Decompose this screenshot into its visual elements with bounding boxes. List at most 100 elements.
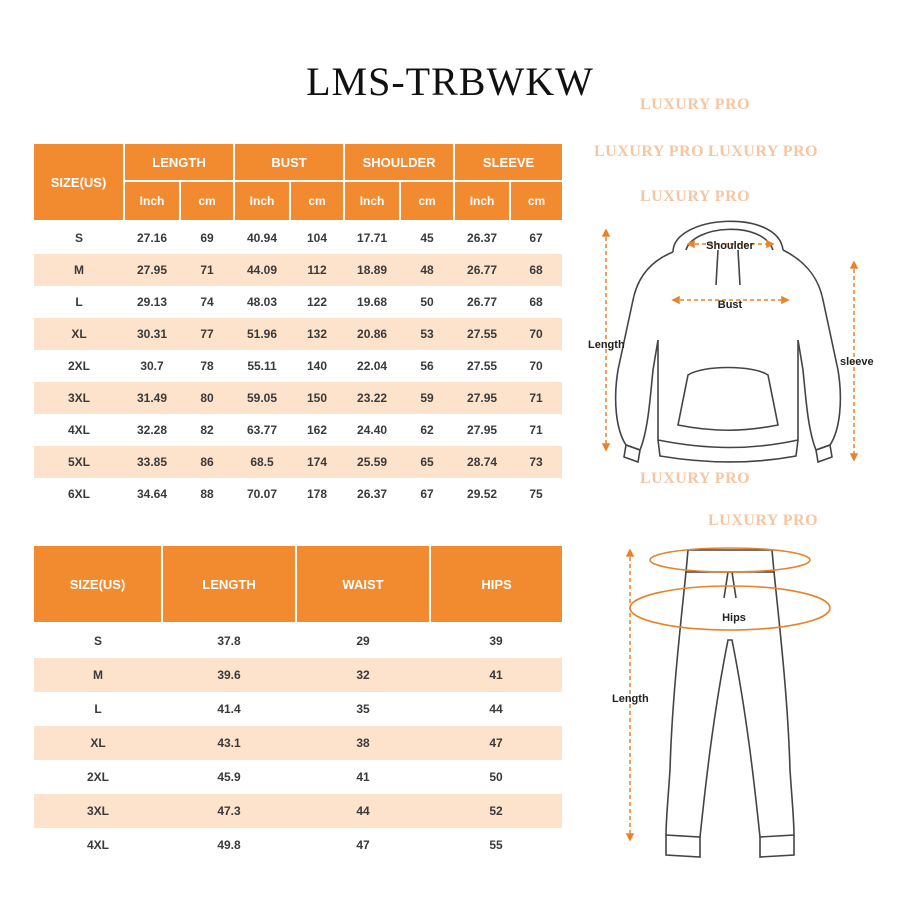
value-cell: 48.03	[234, 286, 291, 318]
value-cell: 47	[430, 726, 562, 760]
watermark: LUXURY PRO	[594, 143, 705, 160]
value-cell: 55.11	[234, 350, 291, 382]
value-cell: 71	[510, 414, 563, 446]
value-cell: 26.77	[454, 286, 511, 318]
value-cell: 44	[430, 692, 562, 726]
value-cell: 52	[430, 794, 562, 828]
value-cell: 49.8	[162, 828, 296, 862]
value-cell: 19.68	[344, 286, 401, 318]
value-cell: 26.37	[454, 221, 511, 254]
value-cell: 56	[400, 350, 455, 382]
size-header: SIZE(US)	[34, 546, 163, 624]
value-cell: 70	[510, 350, 563, 382]
value-cell: 37.8	[162, 623, 296, 658]
value-cell: 44.09	[234, 254, 291, 286]
unit-header: Inch	[124, 181, 181, 222]
value-cell: 178	[290, 478, 345, 510]
size-cell: M	[34, 658, 162, 692]
value-cell: 41	[296, 760, 430, 794]
hoodie-diagram: Shoulder Bust Length sleeve	[588, 220, 874, 464]
unit-header: cm	[290, 181, 346, 222]
watermark: LUXURY PRO	[640, 96, 751, 113]
size-cell: 4XL	[34, 828, 162, 862]
value-cell: 34.64	[124, 478, 180, 510]
size-cell: L	[34, 692, 162, 726]
bust-label: Bust	[718, 299, 743, 311]
value-cell: 25.59	[344, 446, 401, 478]
value-cell: 22.04	[344, 350, 401, 382]
value-cell: 27.16	[124, 221, 180, 254]
size-cell: XL	[34, 318, 124, 350]
value-cell: 33.85	[124, 446, 180, 478]
size-header: SIZE(US)	[34, 144, 125, 222]
unit-header: cm	[510, 181, 563, 222]
watermark: LUXURY PRO	[640, 470, 751, 487]
value-cell: 77	[180, 318, 235, 350]
unit-header: Inch	[344, 181, 402, 222]
sleeve-header: SLEEVE	[454, 144, 563, 182]
unit-header: cm	[180, 181, 236, 222]
value-cell: 39	[430, 623, 562, 658]
value-cell: 67	[510, 221, 563, 254]
size-cell: 2XL	[34, 350, 124, 382]
shoulder-label: Shoulder	[706, 240, 754, 252]
value-cell: 29.13	[124, 286, 180, 318]
value-cell: 62	[400, 414, 455, 446]
unit-header: Inch	[234, 181, 292, 222]
value-cell: 68	[510, 254, 563, 286]
value-cell: 150	[290, 382, 345, 414]
value-cell: 41	[430, 658, 562, 692]
length-header: LENGTH	[124, 144, 236, 182]
value-cell: 44	[296, 794, 430, 828]
unit-header: cm	[400, 181, 456, 222]
value-cell: 78	[180, 350, 235, 382]
value-cell: 82	[180, 414, 235, 446]
value-cell: 50	[430, 760, 562, 794]
value-cell: 38	[296, 726, 430, 760]
value-cell: 39.6	[162, 658, 296, 692]
value-cell: 70.07	[234, 478, 291, 510]
value-cell: 32.28	[124, 414, 180, 446]
value-cell: 32	[296, 658, 430, 692]
watermark: LUXURY PRO	[708, 512, 819, 529]
size-cell: L	[34, 286, 124, 318]
unit-header: Inch	[454, 181, 512, 222]
watermark: LUXURY PRO	[640, 188, 751, 205]
value-cell: 40.94	[234, 221, 291, 254]
hips-header: HIPS	[430, 546, 562, 624]
value-cell: 74	[180, 286, 235, 318]
value-cell: 80	[180, 382, 235, 414]
value-cell: 27.95	[454, 414, 511, 446]
value-cell: 174	[290, 446, 345, 478]
sleeve-label: sleeve	[840, 356, 874, 368]
value-cell: 47.3	[162, 794, 296, 828]
waist-header: WAIST	[296, 546, 431, 624]
value-cell: 65	[400, 446, 455, 478]
value-cell: 86	[180, 446, 235, 478]
size-cell: M	[34, 254, 124, 286]
value-cell: 71	[180, 254, 235, 286]
value-cell: 23.22	[344, 382, 401, 414]
value-cell: 63.77	[234, 414, 291, 446]
value-cell: 104	[290, 221, 345, 254]
value-cell: 68.5	[234, 446, 291, 478]
value-cell: 71	[510, 382, 563, 414]
value-cell: 68	[510, 286, 563, 318]
size-cell: S	[34, 221, 124, 254]
size-cell: 2XL	[34, 760, 162, 794]
size-cell: XL	[34, 726, 162, 760]
value-cell: 20.86	[344, 318, 401, 350]
length-header: LENGTH	[162, 546, 297, 624]
value-cell: 45.9	[162, 760, 296, 794]
